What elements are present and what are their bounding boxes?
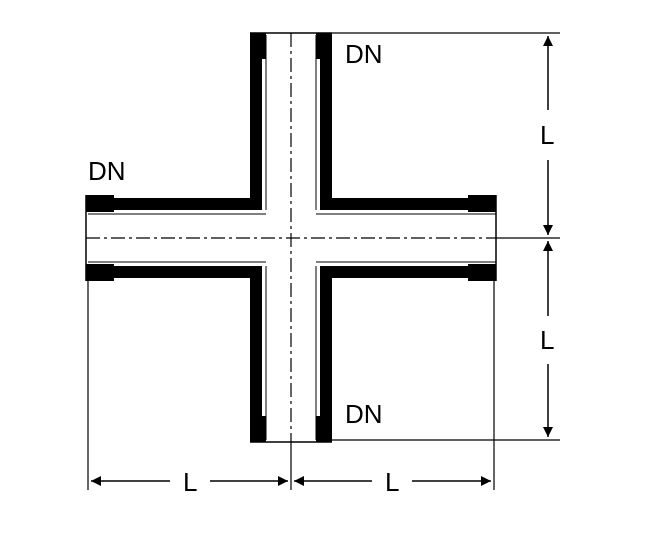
dimension-lines [91,36,553,486]
length-label-right-lower: L [540,325,554,355]
dn-label-bottom: DN [345,399,383,429]
extension-lines [87,32,560,490]
flange-collars [86,33,496,442]
dn-label-top: DN [345,39,383,69]
length-label-right-upper: L [540,120,554,150]
length-label-bottom-right: L [385,467,399,497]
centerlines [86,33,496,442]
length-label-bottom-left: L [183,467,197,497]
dn-label-left: DN [88,156,126,186]
